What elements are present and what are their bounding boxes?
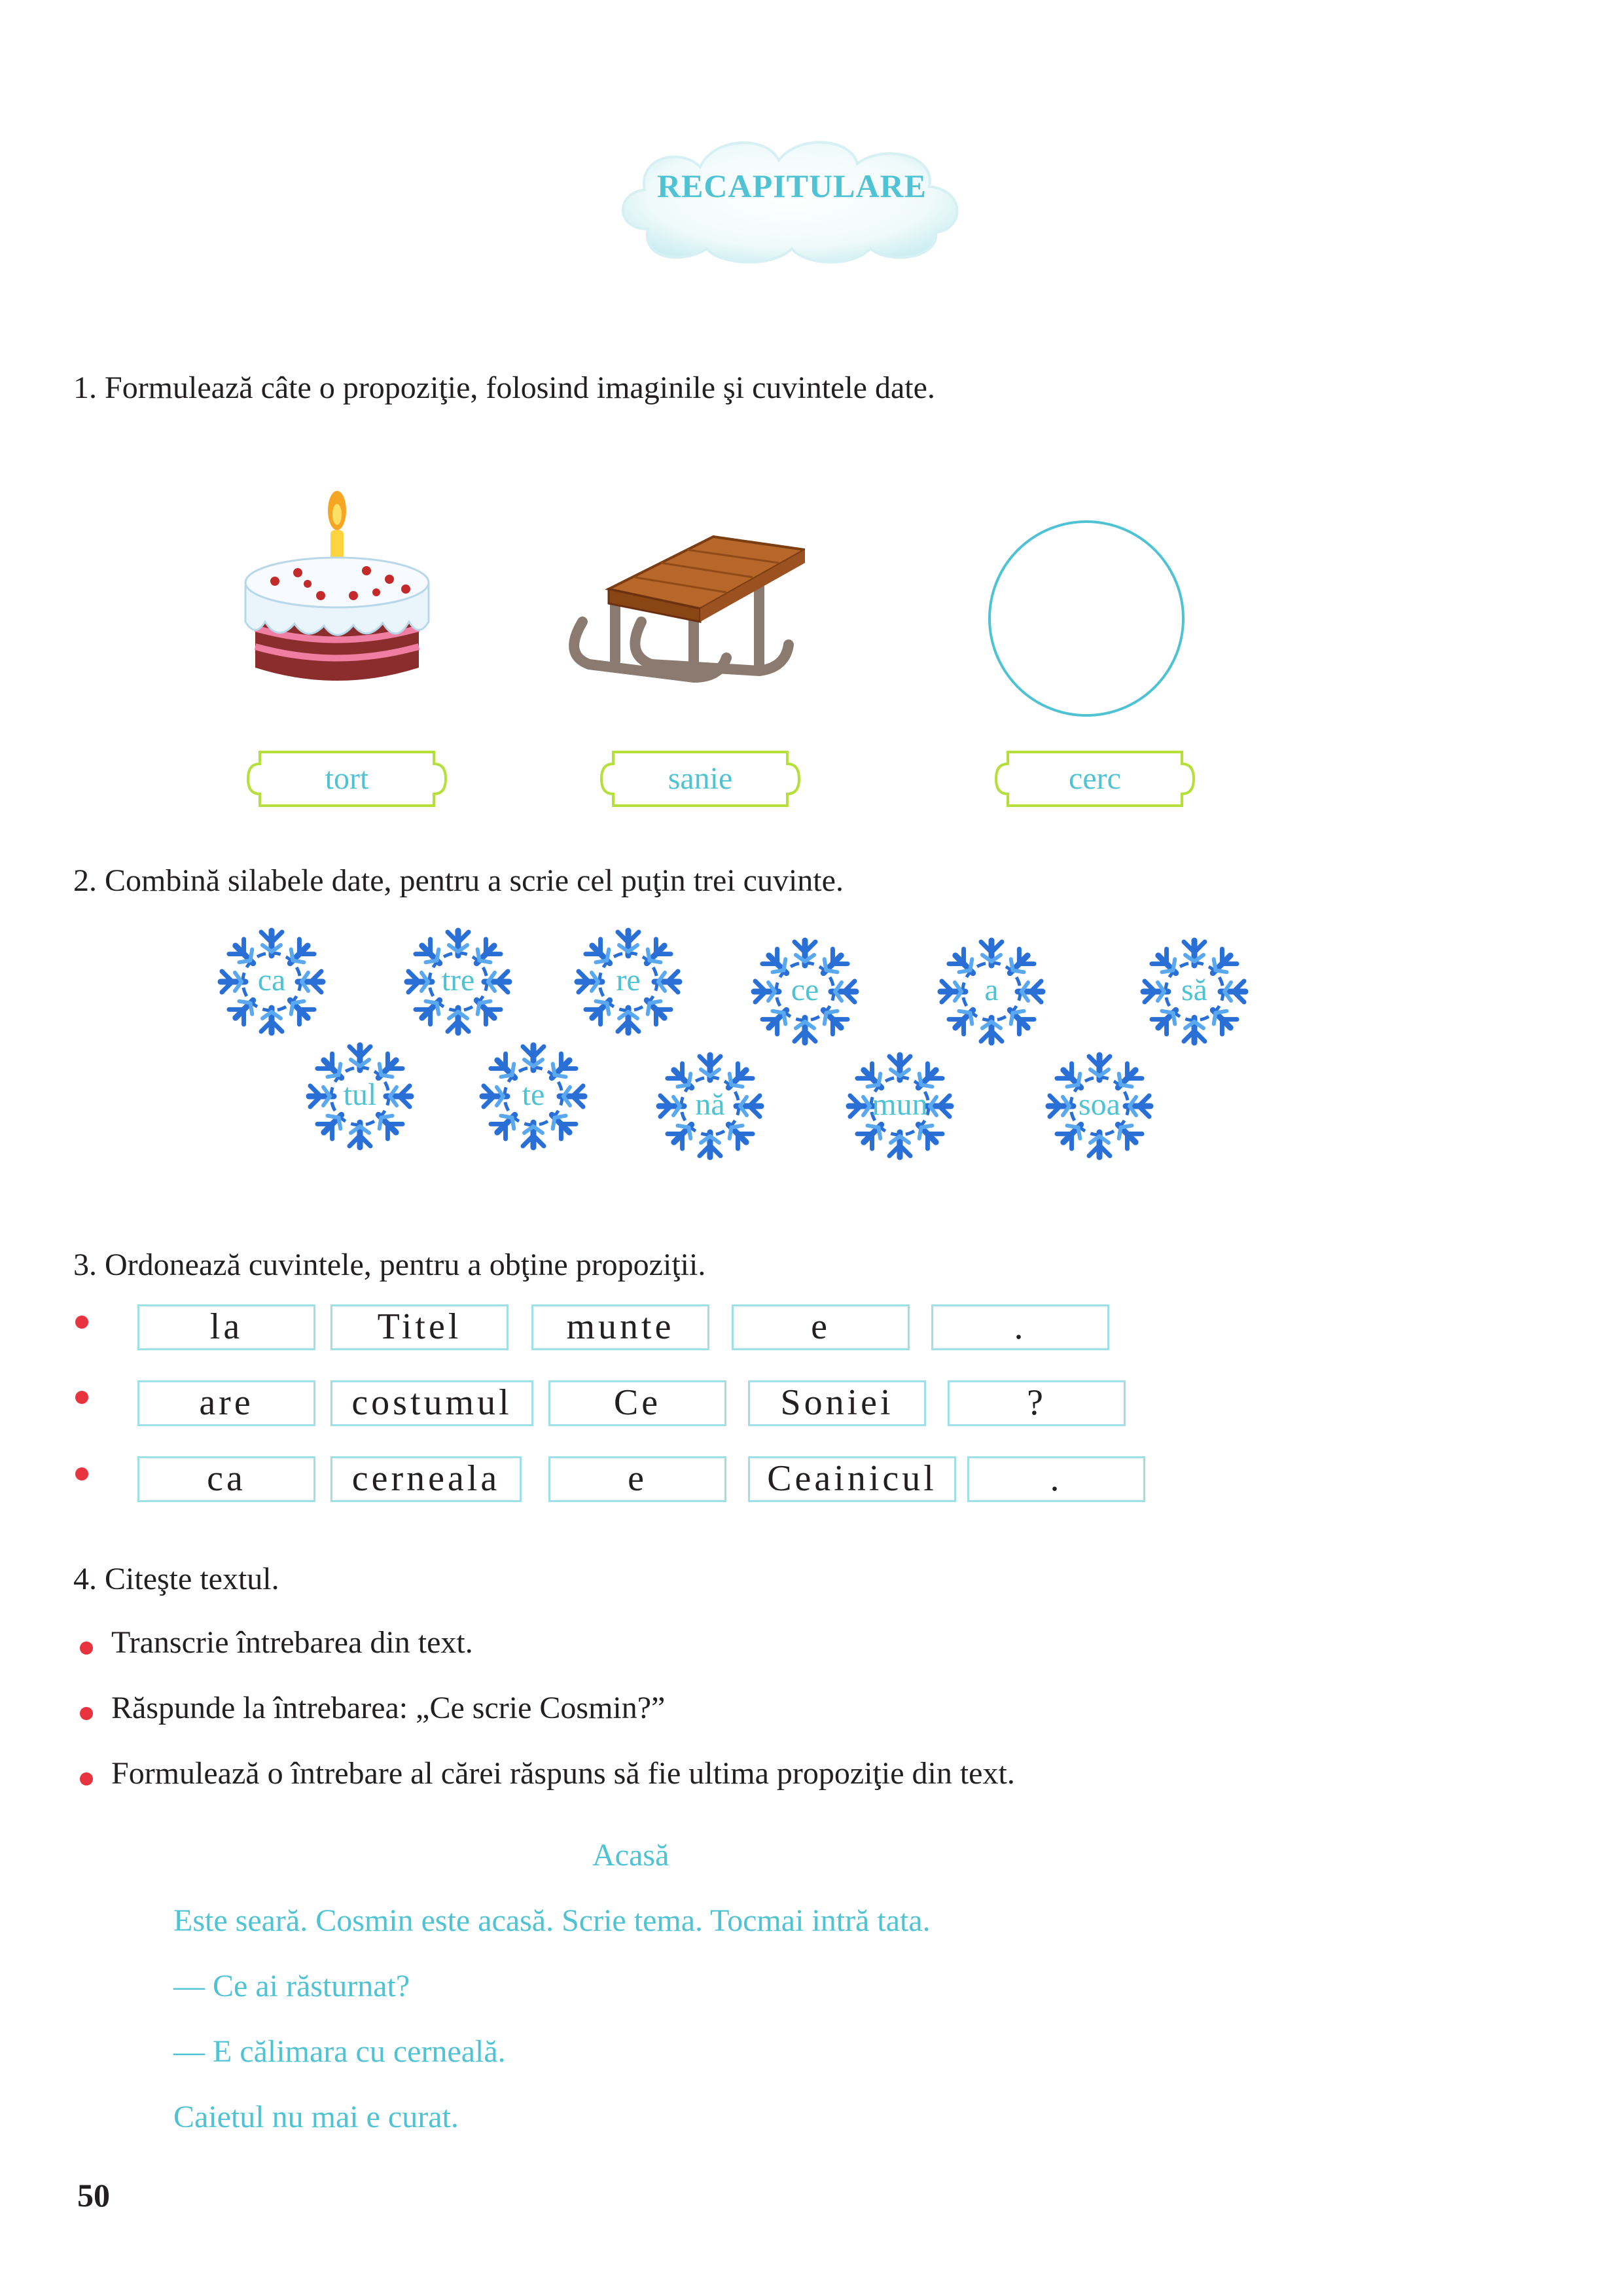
syllable-tre: tre — [441, 963, 475, 997]
word-box: munte — [531, 1304, 709, 1350]
word-box: Soniei — [748, 1380, 926, 1426]
page-number: 50 — [77, 2177, 110, 2214]
word-box: ca — [137, 1456, 315, 1502]
syllable-soa: soa — [1079, 1087, 1120, 1122]
word-box: ? — [948, 1380, 1126, 1426]
syllable-mun: mun — [872, 1087, 928, 1122]
syllable-ca: ca — [257, 963, 286, 997]
story-line-3: — E călimara cu cerneală. — [173, 2034, 506, 2069]
word-label-sanie: sanie — [668, 761, 733, 796]
task2-instruction: 2. Combină silabele date, pentru a scrie… — [73, 863, 844, 898]
syllable-te: te — [522, 1077, 545, 1112]
task3-instruction: 3. Ordonează cuvintele, pentru a obţine … — [73, 1247, 706, 1282]
syllable-a: a — [984, 973, 999, 1007]
word-label-tort: tort — [325, 761, 369, 796]
word-box: cerneala — [330, 1456, 522, 1502]
word-box: Ce — [548, 1380, 726, 1426]
story-title: Acasă — [592, 1838, 669, 1873]
title-cloud-shape — [621, 141, 959, 264]
sled-image — [569, 535, 805, 683]
word-box: e — [548, 1456, 726, 1502]
cake-image — [244, 491, 430, 681]
word-box: . — [931, 1304, 1109, 1350]
bullet-icon — [80, 1772, 93, 1785]
syllable-sa: să — [1181, 973, 1207, 1007]
syllable-tul: tul — [343, 1077, 377, 1112]
story-line-2: — Ce ai răsturnat? — [173, 1969, 410, 2003]
word-label-frame-sanie — [599, 751, 801, 807]
task1-instruction: 1. Formulează câte o propoziţie, folosin… — [73, 370, 935, 405]
syllable-ce: ce — [791, 973, 819, 1007]
task4-bullet-1: Transcrie întrebarea din text. — [111, 1625, 473, 1660]
bullet-icon — [75, 1391, 88, 1404]
word-box: e — [732, 1304, 910, 1350]
bullet-icon — [75, 1316, 88, 1329]
task4-bullet-2: Răspunde la întrebarea: „Ce scrie Cosmin… — [111, 1691, 666, 1725]
bullet-icon — [80, 1707, 93, 1720]
page-title: RECAPITULARE — [656, 168, 927, 204]
bullet-icon — [80, 1641, 93, 1655]
story-line-1: Este seară. Cosmin este acasă. Scrie tem… — [173, 1903, 931, 1938]
word-box: Ceainicul — [748, 1456, 956, 1502]
word-label-frame-cerc — [994, 751, 1196, 807]
word-box: la — [137, 1304, 315, 1350]
circle-image — [988, 520, 1185, 717]
word-box: costumul — [330, 1380, 533, 1426]
word-box: . — [967, 1456, 1145, 1502]
word-label-frame-tort — [246, 751, 448, 807]
syllable-na: nă — [695, 1087, 725, 1122]
syllable-re: re — [616, 963, 641, 997]
bullet-icon — [75, 1467, 88, 1480]
task4-instruction: 4. Citeşte textul. — [73, 1562, 279, 1596]
word-label-cerc: cerc — [1069, 761, 1121, 796]
story-line-4: Caietul nu mai e curat. — [173, 2100, 459, 2134]
task4-bullet-3: Formulează o întrebare al cărei răspuns … — [111, 1756, 1015, 1791]
word-box: Titel — [330, 1304, 508, 1350]
word-box: are — [137, 1380, 315, 1426]
